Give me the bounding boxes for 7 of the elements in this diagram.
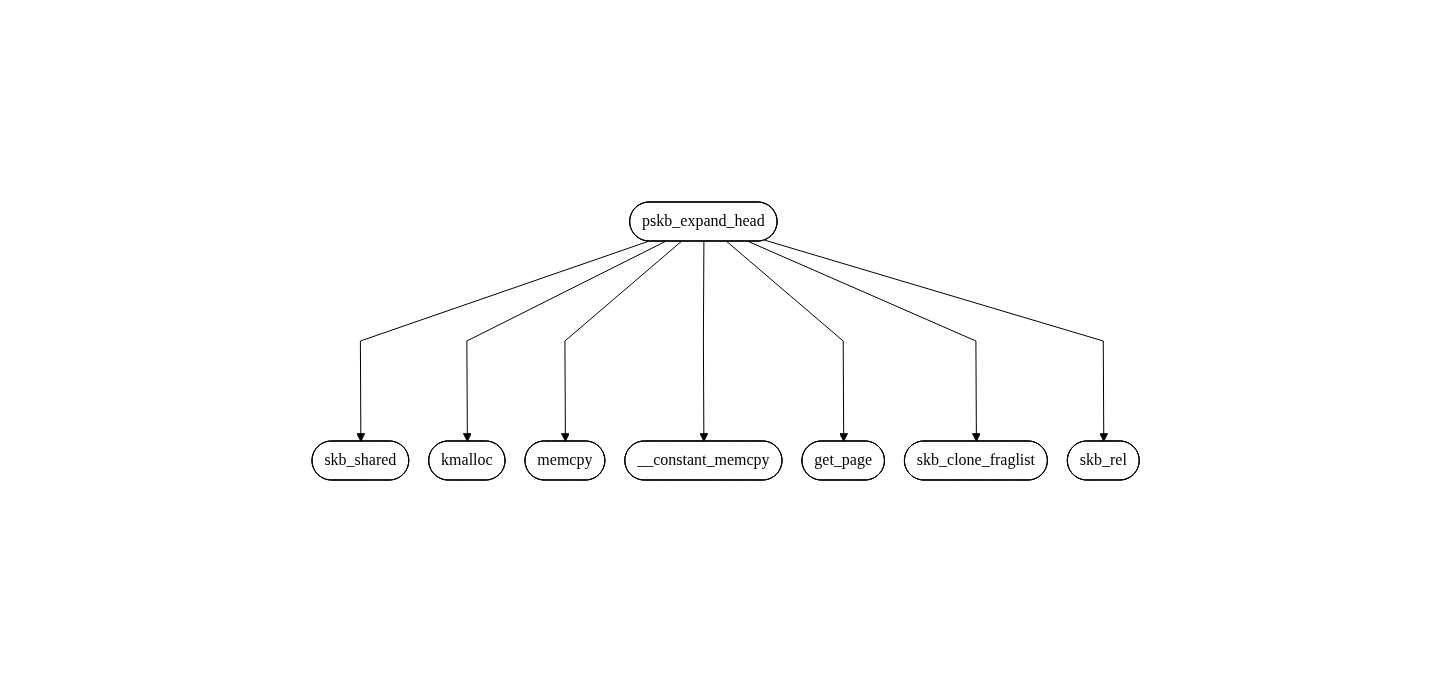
arrow [726, 240, 848, 442]
arrow [699, 240, 709, 442]
arrow [462, 240, 666, 442]
arrow [560, 240, 682, 442]
arrow [747, 240, 981, 442]
arrow [356, 240, 649, 442]
arrow [764, 239, 1109, 442]
